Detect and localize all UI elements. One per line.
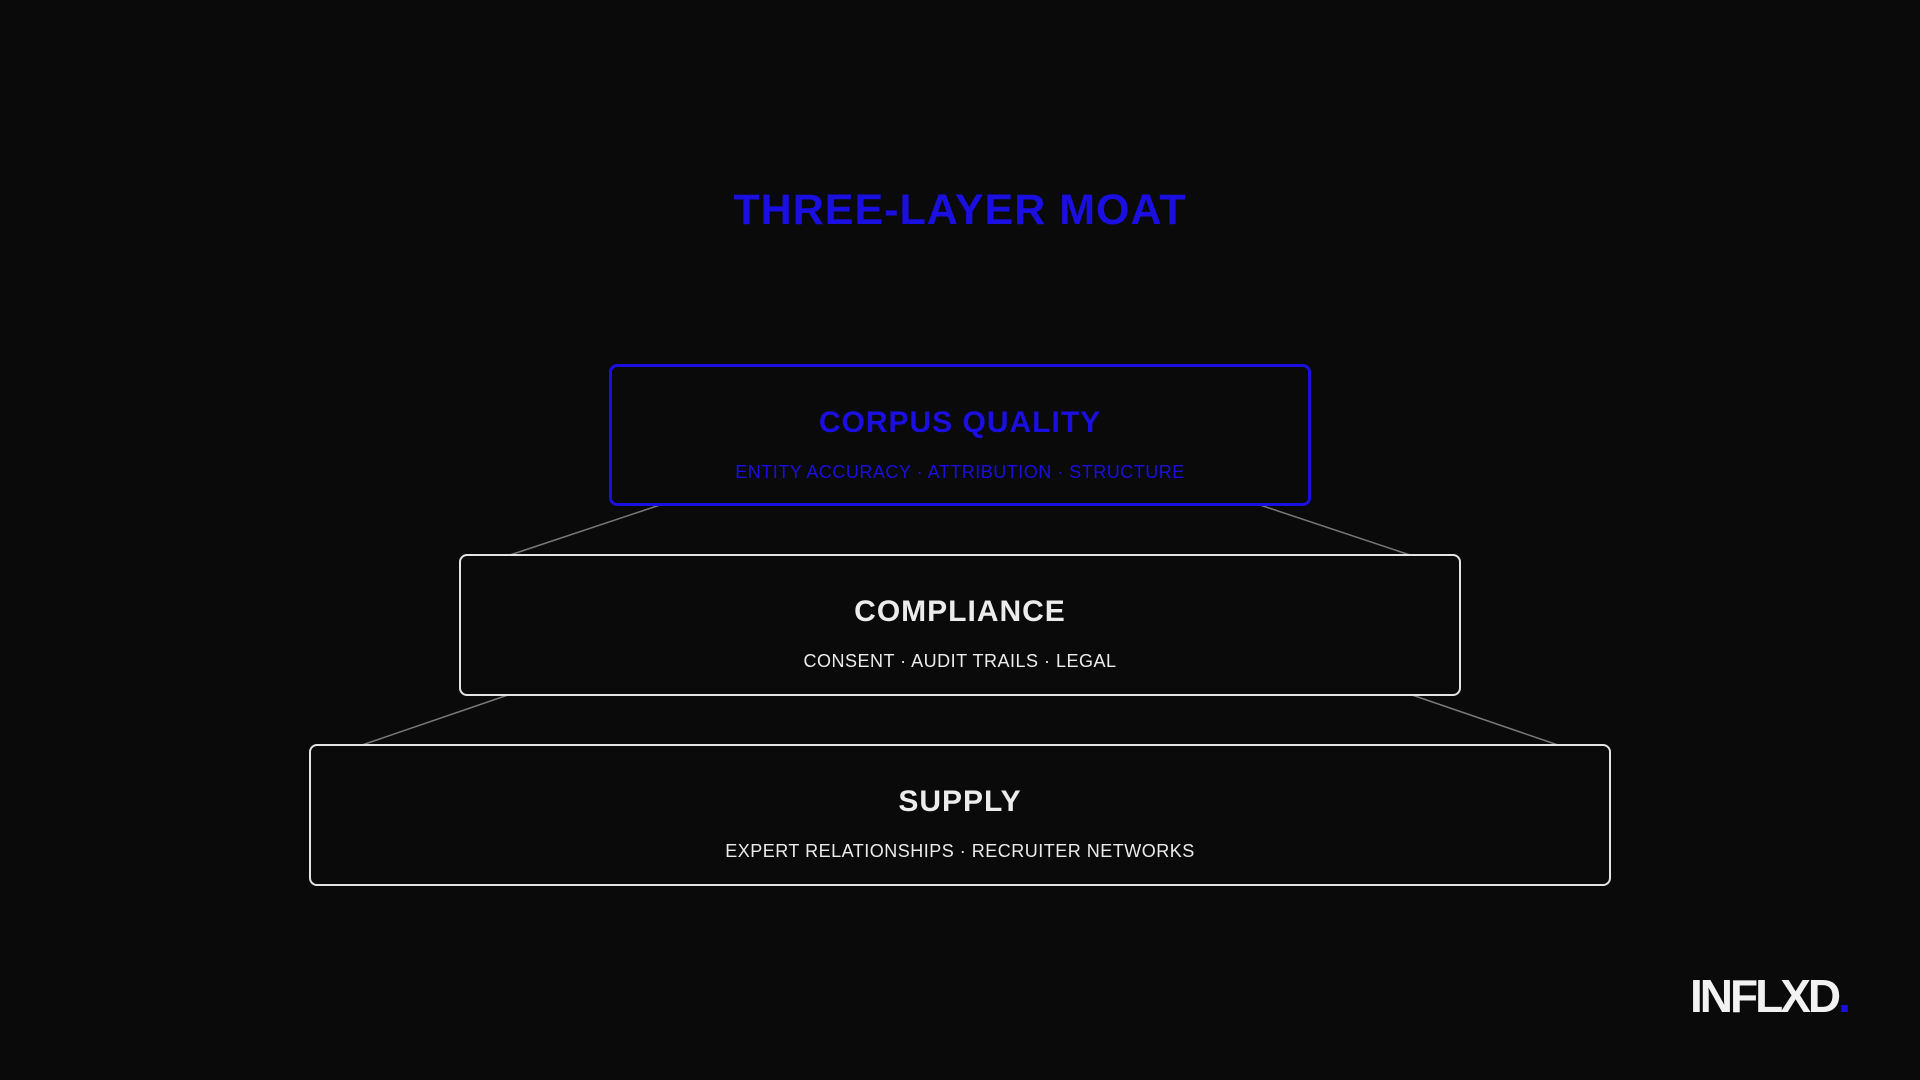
slide-title: THREE-LAYER MOAT <box>733 186 1187 234</box>
connector-line-mid-right <box>1411 694 1559 746</box>
layer-title: CORPUS QUALITY <box>818 406 1102 439</box>
layer-subtitle: CONSENT · AUDIT TRAILS · LEGAL <box>803 651 1117 671</box>
layer-title: SUPPLY <box>898 785 1022 818</box>
connector-line-top-right <box>1259 504 1411 556</box>
brand-logo: INFLXD. <box>1690 972 1851 1020</box>
layer-supply: SUPPLY EXPERT RELATIONSHIPS · RECRUITER … <box>309 744 1611 886</box>
connector-line-mid-left <box>361 694 509 746</box>
layer-subtitle: EXPERT RELATIONSHIPS · RECRUITER NETWORK… <box>725 841 1195 861</box>
layer-compliance: COMPLIANCE CONSENT · AUDIT TRAILS · LEGA… <box>459 554 1461 696</box>
logo-dot: . <box>1838 970 1851 1022</box>
layer-corpus-quality: CORPUS QUALITY ENTITY ACCURACY · ATTRIBU… <box>609 364 1311 506</box>
connector-line-top-left <box>509 504 661 556</box>
layer-subtitle: ENTITY ACCURACY · ATTRIBUTION · STRUCTUR… <box>735 462 1185 482</box>
logo-wordmark: INFLXD <box>1690 970 1841 1022</box>
layer-title: COMPLIANCE <box>854 595 1066 628</box>
